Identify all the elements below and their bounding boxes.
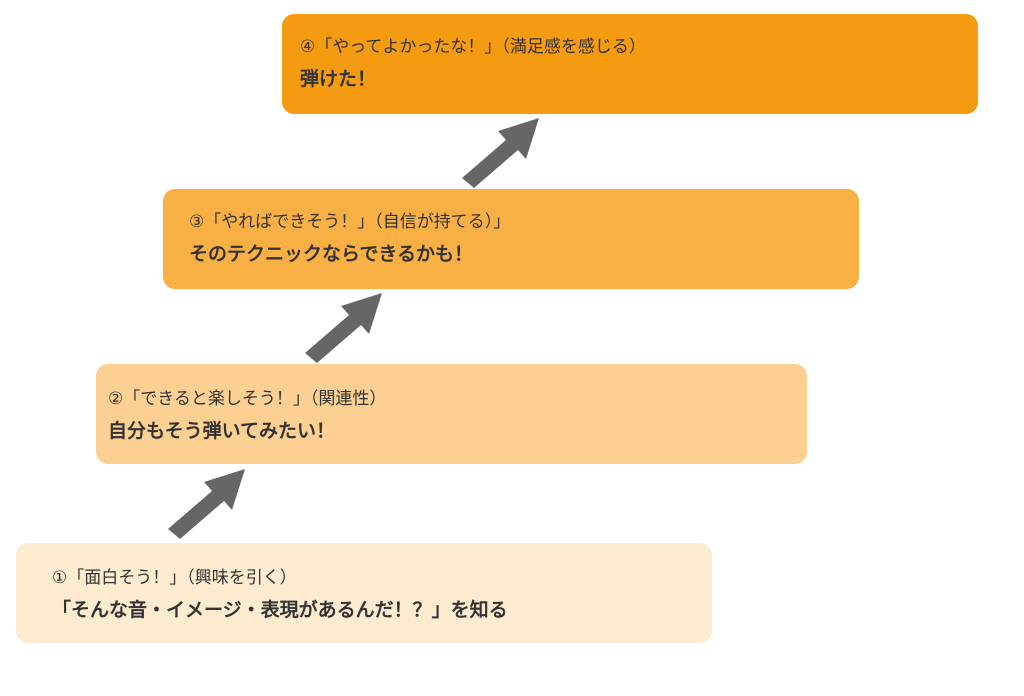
step-1-caption: ①「面白そう！」（興味を引く） <box>52 568 297 588</box>
arrow-up-right-icon-2 <box>305 293 382 363</box>
arrow-up-right-icon-3 <box>462 118 539 188</box>
step-4-box: ④「やってよかったな！」（満足感を感じる） 弾けた！ <box>282 14 978 114</box>
arrow-up-right-icon-1 <box>168 469 245 539</box>
step-3-headline: そのテクニックならできるかも！ <box>189 243 474 265</box>
step-4-headline: 弾けた！ <box>300 68 377 90</box>
step-3-box: ③「やればできそう！」（自信が持てる）」 そのテクニックならできるかも！ <box>163 189 859 289</box>
step-2-headline: 自分もそう弾いてみたい！ <box>108 420 336 442</box>
step-2-box: ②「できると楽しそう！」（関連性） 自分もそう弾いてみたい！ <box>96 364 807 464</box>
step-3-caption: ③「やればできそう！」（自信が持てる）」 <box>189 212 511 232</box>
step-2-caption: ②「できると楽しそう！」（関連性） <box>108 389 387 409</box>
step-1-headline: 「そんな音・イメージ・表現があるんだ！？」を知る <box>52 599 508 621</box>
step-1-box: ①「面白そう！」（興味を引く） 「そんな音・イメージ・表現があるんだ！？」を知る <box>16 543 712 643</box>
step-4-caption: ④「やってよかったな！」（満足感を感じる） <box>300 37 646 57</box>
